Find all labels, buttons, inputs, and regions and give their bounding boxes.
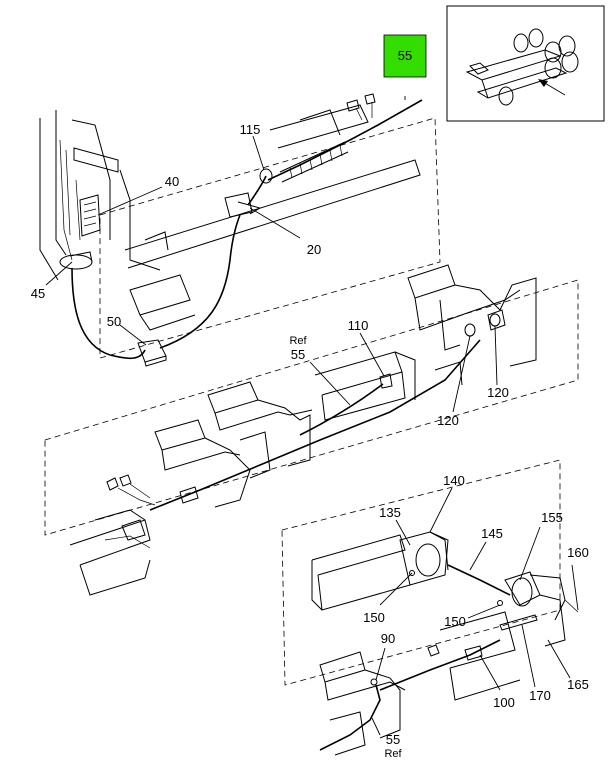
callout-120-right[interactable]: 120 — [487, 385, 509, 400]
middle-assembly — [44, 264, 579, 596]
callout-ref-55-lower[interactable]: 55 — [386, 732, 400, 747]
callout-110[interactable]: 110 — [348, 318, 369, 333]
callout-40[interactable]: 40 — [165, 174, 179, 189]
callout-140[interactable]: 140 — [443, 473, 465, 488]
callout-165[interactable]: 165 — [567, 677, 589, 692]
lower-assembly — [281, 459, 579, 756]
highlighted-part-callout[interactable]: 55 — [383, 34, 427, 78]
callout-115[interactable]: 115 — [240, 122, 261, 137]
callout-150-right[interactable]: 150 — [444, 614, 466, 629]
highlight-label: 55 — [398, 48, 412, 63]
upper-assembly — [39, 93, 441, 367]
leader-lines — [45, 96, 579, 736]
callout-160[interactable]: 160 — [567, 545, 589, 560]
callout-170[interactable]: 170 — [529, 688, 551, 703]
callout-155[interactable]: 155 — [541, 510, 563, 525]
callout-20[interactable]: 20 — [307, 242, 321, 257]
callout-labels: 40 45 50 115 20 110 Ref 55 120 120 140 1… — [31, 122, 589, 760]
callout-120-left[interactable]: 120 — [437, 413, 459, 428]
callout-ref-55-upper[interactable]: 55 — [291, 347, 305, 362]
callout-145[interactable]: 145 — [481, 526, 503, 541]
callout-ref-55-upper-ref: Ref — [289, 335, 307, 347]
callout-90[interactable]: 90 — [381, 631, 395, 646]
inset-locator — [446, 5, 605, 122]
callout-50[interactable]: 50 — [107, 314, 121, 329]
highlight-box — [383, 34, 427, 78]
callout-150-left[interactable]: 150 — [363, 610, 385, 625]
callout-135[interactable]: 135 — [379, 505, 401, 520]
callout-ref-55-lower-ref: Ref — [384, 748, 402, 760]
truck-chassis-locator-icon — [465, 28, 579, 106]
callout-100[interactable]: 100 — [493, 695, 515, 710]
callout-45[interactable]: 45 — [31, 286, 45, 301]
